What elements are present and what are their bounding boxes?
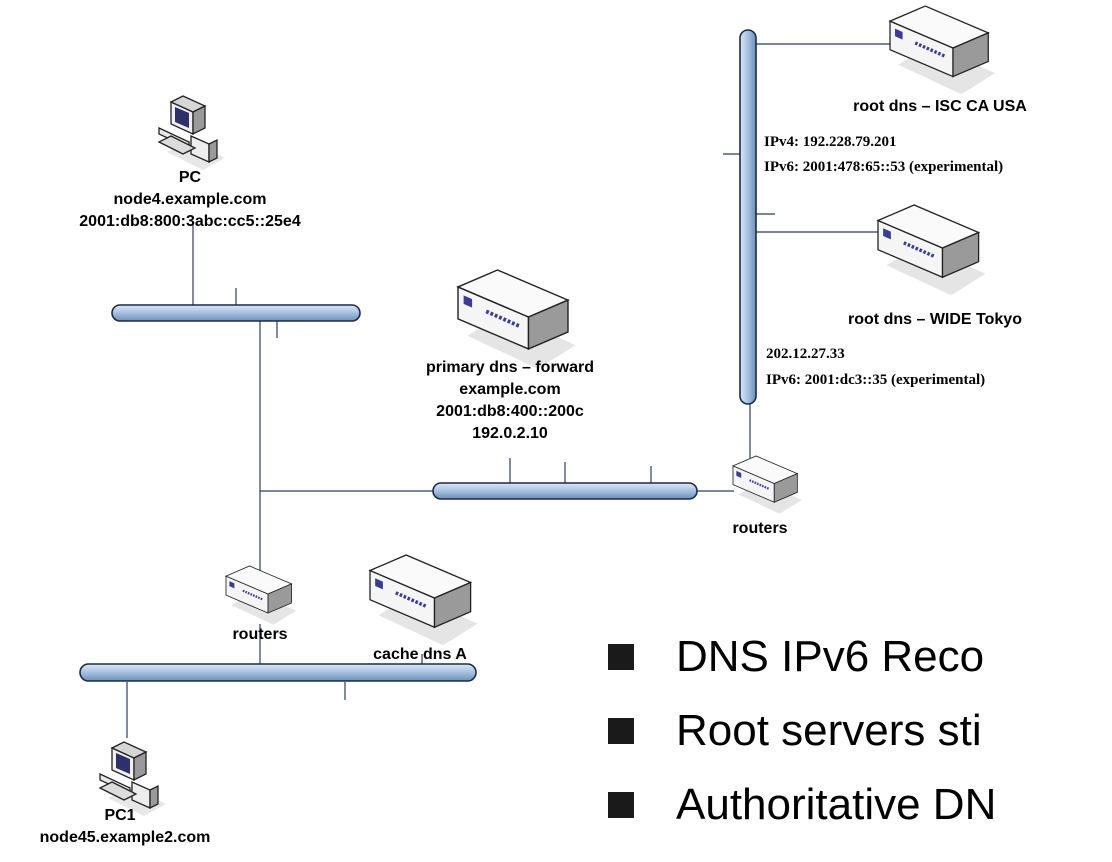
- bullet-item: DNS IPv6 Reco: [608, 620, 996, 694]
- bullet-text: Authoritative DN: [676, 780, 997, 829]
- routers-right-label: routers: [732, 520, 788, 537]
- segment-root-backbone: [739, 29, 757, 405]
- root-isc-name: root dns – ISC CA USA: [853, 98, 1027, 115]
- root-wide-name: root dns – WIDE Tokyo: [848, 311, 1022, 328]
- primary-dns-ipv4: 192.0.2.10: [472, 425, 548, 442]
- pc-bottom-label: PC1: [104, 807, 136, 824]
- bullet-square-icon: [608, 644, 634, 670]
- cache-dns-label: cache dns A: [373, 646, 467, 663]
- primary-dns-name: primary dns – forward: [425, 359, 595, 376]
- router-right-icon: [731, 454, 803, 515]
- pc-top-address: 2001:db8:800:3abc:cc5::25e4: [79, 213, 301, 230]
- bullet-text: Root servers sti: [676, 706, 982, 755]
- bullet-item: Root servers sti: [608, 694, 996, 768]
- link-lines: [126, 43, 890, 738]
- segment-middle: [432, 482, 698, 500]
- bullet-square-icon: [608, 718, 634, 744]
- routers-left-label: routers: [232, 626, 288, 643]
- pc-top-hostname: node4.example.com: [113, 191, 267, 208]
- pc-top-icon: [158, 95, 226, 171]
- pc-bottom-hostname: node45.example2.com: [39, 829, 211, 846]
- root-isc-server-icon: [888, 4, 997, 96]
- root-wide-server-icon: [876, 203, 988, 298]
- bullet-text: DNS IPv6 Reco: [676, 632, 985, 681]
- bullet-item: Authoritative DN: [608, 768, 996, 842]
- primary-dns-ipv6: 2001:db8:400::200c: [436, 403, 584, 420]
- cache-dns-server-icon: [368, 553, 480, 648]
- root-wide-ipv6: IPv6: 2001:dc3::35 (experimental): [766, 372, 986, 388]
- segment-top-left: [111, 304, 361, 322]
- bullet-list: DNS IPv6 Reco Root servers sti Authorita…: [608, 620, 996, 842]
- router-left-icon: [224, 564, 298, 626]
- primary-dns-server-icon: [456, 268, 578, 371]
- pc-top-label: PC: [178, 169, 202, 186]
- root-isc-ipv6: IPv6: 2001:478:65::53 (experimental): [764, 159, 1004, 175]
- root-wide-ipv4: 202.12.27.33: [766, 346, 845, 362]
- bullet-square-icon: [608, 792, 634, 818]
- segment-bottom: [79, 663, 477, 682]
- root-isc-ipv4: IPv4: 192.228.79.201: [764, 134, 897, 150]
- primary-dns-domain: example.com: [459, 381, 561, 398]
